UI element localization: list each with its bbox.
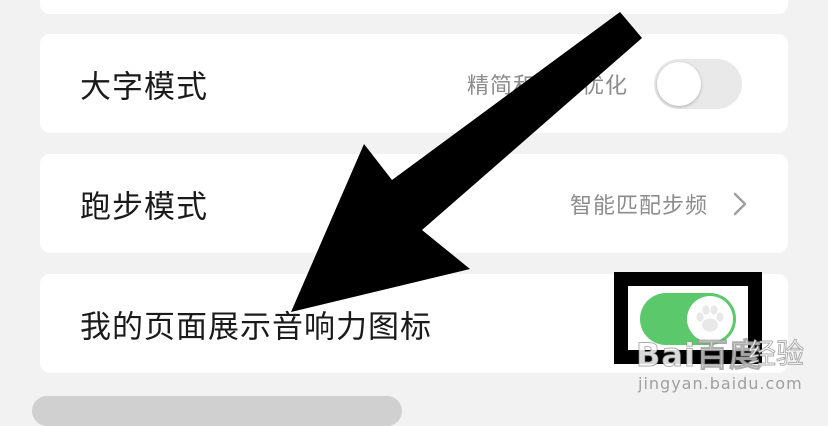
previous-setting-card	[40, 0, 788, 14]
show-icon-label: 我的页面展示音响力图标	[80, 309, 432, 345]
running-mode-value: 智能匹配步频	[569, 193, 708, 219]
setting-row-large-font[interactable]: 大字模式 精简和字号优化	[40, 34, 788, 133]
watermark-brand: Bai百度	[636, 336, 762, 375]
bottom-bar	[32, 396, 402, 426]
paw-icon	[696, 305, 724, 332]
show-icon-toggle[interactable]	[640, 293, 736, 345]
toggle-knob	[657, 61, 701, 106]
setting-row-running-mode[interactable]: 跑步模式 智能匹配步频	[40, 154, 788, 253]
large-font-label: 大字模式	[80, 69, 208, 105]
highlight-box	[614, 272, 762, 364]
toggle-knob	[687, 296, 733, 342]
chevron-right-icon	[733, 192, 747, 215]
baidu-watermark: Bai百度 经验 jingyan.baidu.com	[632, 326, 828, 404]
watermark-cn: 经验	[747, 337, 805, 371]
running-mode-label: 跑步模式	[80, 189, 208, 225]
watermark-url: jingyan.baidu.com	[638, 374, 803, 393]
large-font-subtitle: 精简和字号优化	[466, 73, 628, 99]
large-font-toggle[interactable]	[654, 58, 742, 109]
